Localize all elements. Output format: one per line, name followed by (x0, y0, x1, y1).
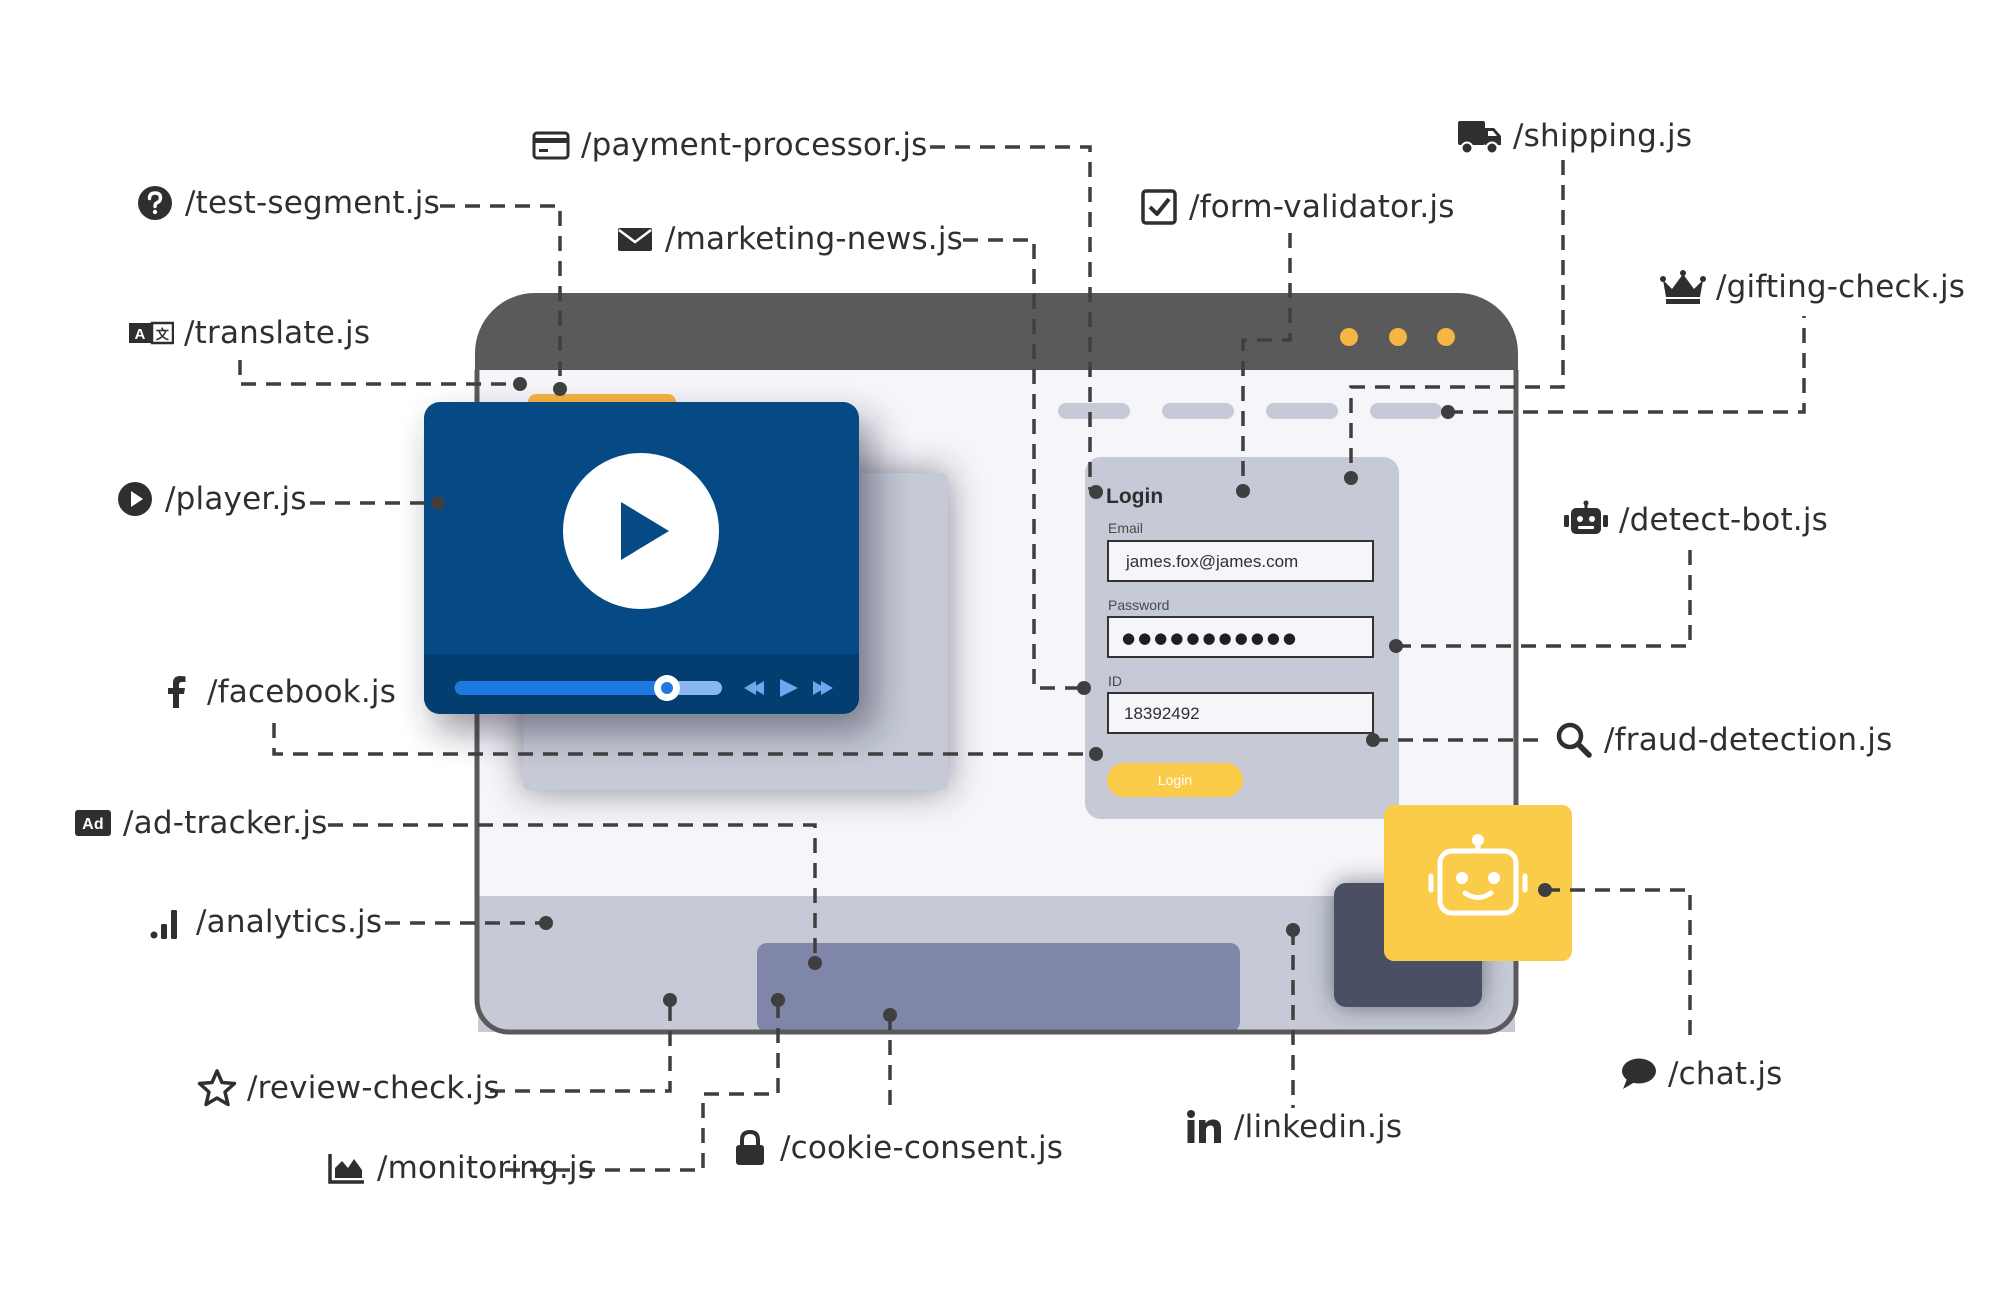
label-text: /translate.js (184, 315, 371, 351)
nav-pill-2 (1162, 403, 1234, 419)
window-title-bar (475, 293, 1518, 372)
label-text: /analytics.js (196, 904, 383, 940)
label-text: /chat.js (1668, 1056, 1783, 1092)
label-text: /cookie-consent.js (780, 1130, 1064, 1166)
login-card: Login Email james.fox@james.com Password… (1085, 457, 1399, 819)
label-text: /payment-processor.js (581, 127, 928, 163)
id-field-value: 18392492 (1124, 704, 1200, 723)
video-player-panel (424, 402, 875, 732)
label-monitoring: /monitoring.js (327, 1148, 594, 1188)
robot-tile-face (1384, 805, 1572, 961)
label-text: /fraud-detection.js (1604, 722, 1893, 758)
connector-dots (431, 377, 1552, 1022)
label-text: /facebook.js (207, 674, 397, 710)
envelope-icon (615, 219, 655, 259)
email-field[interactable] (1107, 540, 1374, 582)
play-circle-icon (115, 479, 155, 519)
label-facebook: /facebook.js (157, 672, 396, 712)
play-triangle-icon (621, 502, 669, 560)
star-outline-icon (197, 1068, 237, 1108)
label-chat: /chat.js (1618, 1054, 1783, 1094)
label-review-check: /review-check.js (197, 1068, 500, 1108)
fast-forward-icon (813, 681, 833, 695)
label-cookie-consent: /cookie-consent.js (730, 1128, 1063, 1168)
label-text: /gifting-check.js (1716, 269, 1966, 305)
svg-text:A: A (134, 326, 145, 343)
label-text: /ad-tracker.js (123, 805, 328, 841)
label-text: /marketing-news.js (665, 221, 964, 257)
password-label: Password (1108, 597, 1169, 613)
login-button[interactable] (1107, 763, 1243, 797)
credit-card-icon (531, 125, 571, 165)
lock-icon (730, 1128, 770, 1168)
checkbox-icon (1139, 187, 1179, 227)
robot-icon (1428, 839, 1528, 916)
label-player: /player.js (115, 479, 307, 519)
password-field-value: ●●●●●●●●●●● (1122, 629, 1299, 647)
label-text: /form-validator.js (1189, 189, 1455, 225)
label-text: /detect-bot.js (1619, 502, 1829, 538)
window-dot-1 (1340, 328, 1358, 346)
label-text: /shipping.js (1513, 118, 1693, 154)
linkedin-icon (1184, 1107, 1224, 1147)
footer-content-block (757, 943, 1240, 1032)
progress-fill (455, 681, 667, 695)
signal-bars-icon (146, 902, 186, 942)
area-chart-icon (327, 1148, 367, 1188)
facebook-icon (157, 672, 197, 712)
label-text: /monitoring.js (377, 1150, 595, 1186)
password-field[interactable] (1107, 616, 1374, 658)
rewind-icon (744, 681, 764, 695)
label-text: /test-segment.js (185, 185, 440, 221)
svg-text:文: 文 (156, 327, 170, 343)
email-field-value: james.fox@james.com (1125, 552, 1298, 571)
label-shipping: /shipping.js (1457, 116, 1692, 156)
label-text: /player.js (165, 481, 307, 517)
label-gifting-check: /gifting-check.js (1660, 267, 1965, 307)
robot-tile (1334, 805, 1572, 1007)
label-detect-bot: /detect-bot.js (1563, 500, 1828, 540)
ad-badge-icon: Ad (73, 803, 113, 843)
label-marketing-news: /marketing-news.js (615, 219, 963, 259)
window-frame-border (474, 370, 1519, 1035)
login-button-label: Login (1158, 772, 1192, 788)
nav-pill-3 (1266, 403, 1338, 419)
label-test-segment: /test-segment.js (135, 183, 440, 223)
id-field[interactable] (1107, 692, 1374, 734)
svg-text:Ad: Ad (82, 816, 104, 833)
nav-pill-4 (1370, 403, 1442, 419)
nav-pill-1 (1058, 403, 1130, 419)
window-dot-2 (1389, 328, 1407, 346)
speech-bubble-icon (1618, 1054, 1658, 1094)
email-label: Email (1108, 520, 1143, 536)
magnifier-icon (1554, 720, 1594, 760)
truck-icon (1457, 116, 1503, 156)
label-text: /linkedin.js (1234, 1109, 1403, 1145)
label-payment-processor: /payment-processor.js (531, 125, 928, 165)
question-circle-icon (135, 183, 175, 223)
label-fraud-detection: /fraud-detection.js (1554, 720, 1892, 760)
connector-lines (238, 145, 1806, 1172)
label-analytics: /analytics.js (146, 902, 382, 942)
label-ad-tracker: Ad /ad-tracker.js (73, 803, 327, 843)
label-form-validator: /form-validator.js (1139, 187, 1455, 227)
play-small-icon (780, 679, 798, 697)
robot-head-icon (1563, 500, 1609, 540)
label-text: /review-check.js (247, 1070, 500, 1106)
label-linkedin: /linkedin.js (1184, 1107, 1402, 1147)
id-label: ID (1108, 673, 1122, 689)
window-dot-3 (1437, 328, 1455, 346)
crown-icon (1660, 267, 1706, 307)
login-title: Login (1106, 485, 1163, 508)
